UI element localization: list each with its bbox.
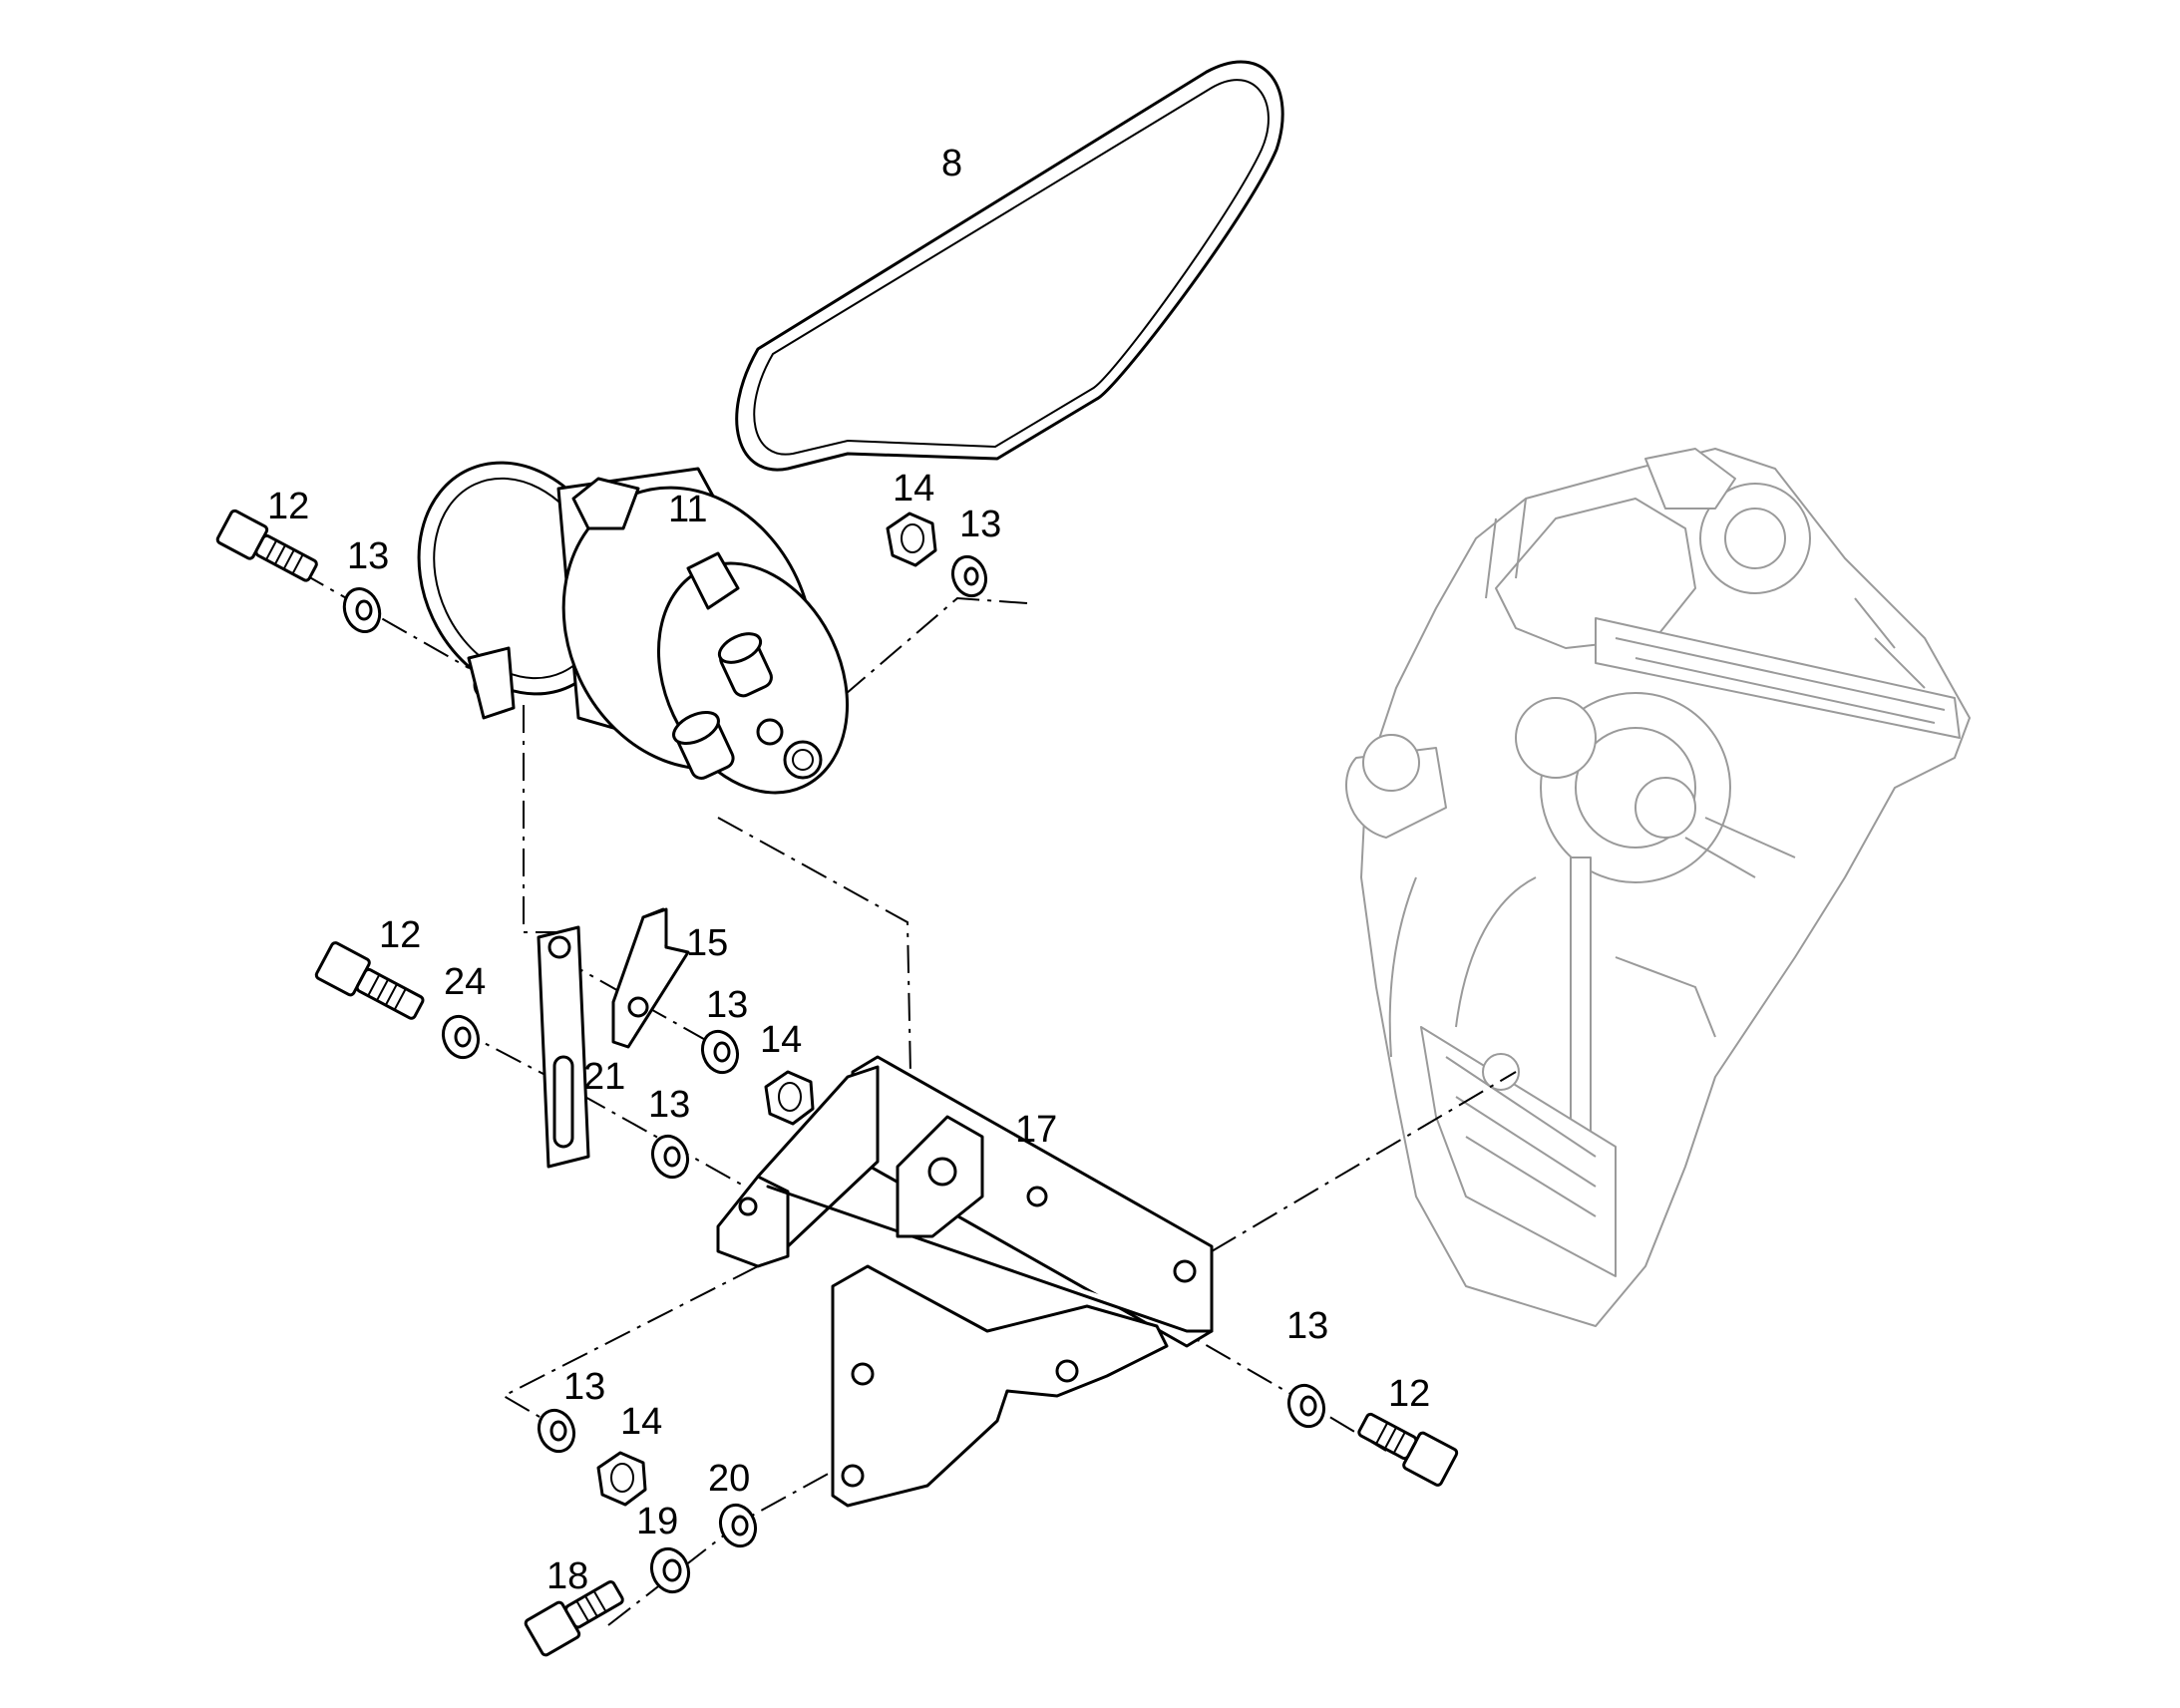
callout-washer-top-right: 13	[959, 504, 1001, 545]
mounting-bracket	[716, 1055, 1214, 1508]
callout-washer-right: 13	[1286, 1305, 1328, 1347]
washer-20	[718, 1503, 758, 1548]
callout-washer-20: 20	[708, 1458, 750, 1500]
nut-under-plate15	[764, 1070, 815, 1126]
callout-washer-19: 19	[636, 1501, 678, 1542]
callout-compressor: 11	[668, 489, 707, 530]
washer-by-strap21	[650, 1134, 690, 1180]
callout-bolt-top-left: 12	[267, 486, 309, 527]
bolt-mid-left	[314, 941, 425, 1020]
bolt-top-left	[215, 509, 318, 582]
axis-top-right	[817, 596, 1028, 719]
callout-bracket-17: 17	[1015, 1109, 1057, 1151]
callout-nut-bottom-left: 14	[620, 1401, 662, 1443]
callout-belt: 8	[941, 143, 962, 184]
callout-strap-21: 21	[583, 1056, 625, 1098]
adjusting-strap	[537, 925, 590, 1169]
bolt-18	[524, 1580, 624, 1657]
callout-washer-top-left: 13	[347, 535, 389, 577]
bolt-right	[1357, 1412, 1459, 1487]
washer-top-left	[342, 587, 382, 633]
axis-top-left	[298, 570, 470, 669]
plate-15	[611, 907, 690, 1049]
callout-washer-bottom-left: 13	[563, 1366, 605, 1408]
callout-washer-24: 24	[444, 961, 486, 1003]
belt	[735, 60, 1284, 472]
axis-compressor-to-strap	[523, 705, 558, 933]
callout-washer-under-15: 13	[706, 984, 748, 1026]
callout-plate-15: 15	[686, 922, 728, 964]
ac-compressor	[417, 461, 850, 795]
axis-to-engine	[1211, 1071, 1517, 1252]
callout-bolt-18: 18	[546, 1555, 588, 1597]
callout-labels: 8 11 12 13 14 13 12 24 15 13 14 21 13 17…	[267, 143, 1430, 1597]
callout-bolt-right: 12	[1388, 1373, 1430, 1415]
washer-under-plate15	[700, 1029, 740, 1075]
callout-nut-under-15: 14	[760, 1019, 802, 1061]
nut-top-right	[886, 512, 937, 567]
engine-block-illustration	[1345, 448, 1971, 1327]
axis-plate15	[557, 956, 719, 1048]
washer-right	[1286, 1383, 1326, 1429]
washer-top-right	[950, 554, 988, 598]
washer-bottom-left	[537, 1408, 576, 1454]
callout-washer-by-21: 13	[648, 1084, 690, 1126]
washer-19	[649, 1546, 691, 1594]
washer-24	[441, 1014, 481, 1060]
nut-bottom-left	[596, 1451, 647, 1507]
callout-bolt-mid-left: 12	[379, 914, 421, 956]
callout-nut-top-right: 14	[893, 468, 934, 510]
